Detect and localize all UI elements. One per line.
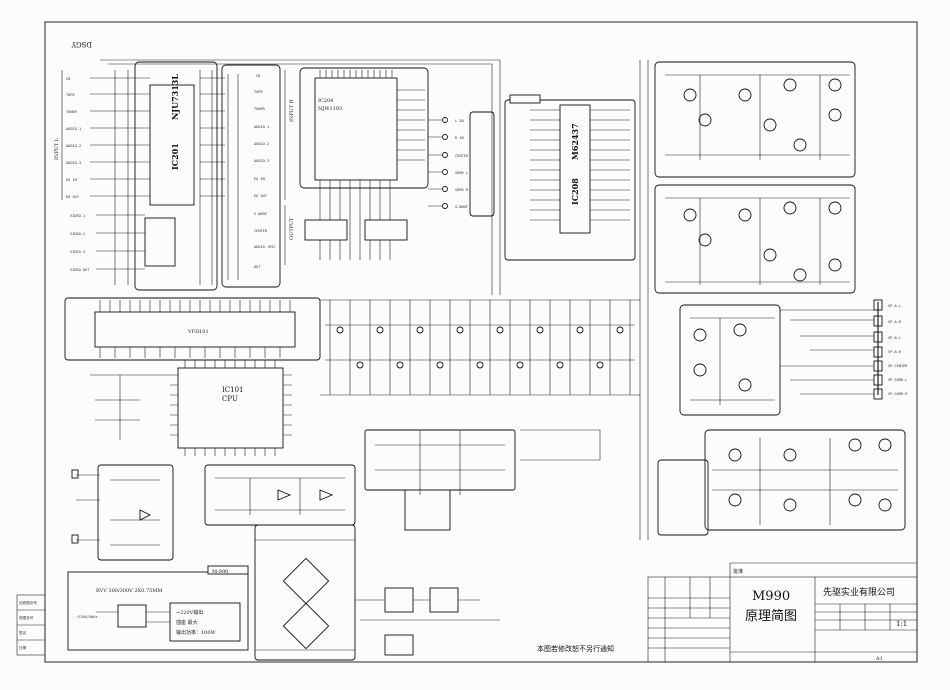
vfd-ref: VFD101 <box>187 329 209 335</box>
outlet-spec-3: 输出功率：100W <box>176 629 217 636</box>
channel-label: CENTER <box>455 154 469 158</box>
ic201-part: NJU7313L <box>170 74 180 120</box>
tone-section <box>204 464 356 526</box>
input-r-item: EQ OUT <box>254 194 268 198</box>
output-item: CENTER <box>254 229 268 233</box>
model-tag: M-990 <box>212 569 228 575</box>
input-r-item: TAPE <box>254 90 263 94</box>
input-l-item: EQ IN <box>66 178 77 182</box>
cpu-ref: IC101 <box>222 386 243 394</box>
power-supply <box>254 524 500 661</box>
input-r-label: INPUT R <box>289 99 295 122</box>
speaker-label: SP-CENTER <box>888 364 908 368</box>
approve-label: 批准 <box>733 568 743 575</box>
audio-proc <box>364 429 601 531</box>
input-l-block: INPUT L CD TAPE TUNER AUDIO-1 AUDIO-2 AU… <box>54 70 150 272</box>
speaker-label: SP-B-R <box>888 350 902 354</box>
input-l-item: EQ OUT <box>66 195 80 199</box>
input-l-item: CD <box>66 77 70 81</box>
input-r-item: TUNER <box>254 107 266 111</box>
power-amp-2 <box>654 184 856 294</box>
input-l-item: AUDIO-3 <box>66 161 81 165</box>
speaker-label: SP-B-L <box>888 336 901 340</box>
drawing-title-name: 原理简图 <box>745 608 797 624</box>
mains-label: ~220V/50Hz <box>76 615 98 619</box>
cpu-part: CPU <box>222 395 238 403</box>
drawing-title-model: M990 <box>752 589 790 604</box>
ic201: IC201 NJU7313L <box>134 61 218 291</box>
video-input: VIDEO OUT <box>70 268 90 272</box>
input-r-block: CD TAPE TUNER AUDIO-1 AUDIO-2 AUDIO-3 EQ… <box>221 64 295 288</box>
drawing-frame <box>44 21 918 663</box>
channel-label: L IN <box>455 119 464 123</box>
input-l-item: TAPE <box>66 93 75 97</box>
mic-section <box>71 464 174 561</box>
speaker-outputs: SP-A-L SP-A-R SP-B-L SP-B-R SP-CENTER SP… <box>780 299 908 400</box>
channel-label: R IN <box>455 136 464 140</box>
power-amp-3 <box>679 304 781 416</box>
input-l-item: AUDIO-2 <box>66 144 81 148</box>
output-label: OUTPUT <box>289 217 295 240</box>
margin-label: 底图总号 <box>19 615 34 620</box>
input-l-item: AUDIO-1 <box>66 127 81 131</box>
company-name: 先驱实业有限公司 <box>823 586 895 598</box>
input-r-item: EQ IN <box>254 177 265 181</box>
outlet-spec-1: ~220V输出 <box>176 609 203 616</box>
left-margin-table: 旧底图总号 底图总号 签名 日期 <box>16 594 46 656</box>
video-input: VIDEO-2 <box>70 232 85 236</box>
input-r-item: AUDIO-3 <box>254 159 269 163</box>
ic208-ref: IC208 <box>570 178 580 205</box>
power-amp-1 <box>654 61 856 178</box>
speaker-label: SP-SURR-L <box>888 378 907 382</box>
input-r-item: AUDIO-1 <box>254 125 269 129</box>
ic204-ref: IC204 <box>318 98 333 104</box>
margin-label: 签名 <box>19 630 27 635</box>
title-block: 批准 M990 原理简图 先驱实业有限公司 1:1 A1 <box>647 562 918 663</box>
video-input: VIDEO-1 <box>70 214 85 218</box>
key-matrix <box>320 299 640 396</box>
power-input-panel: M-990 RVV 300/300V 2X0.75MM ~220V/50Hz ~… <box>67 565 249 651</box>
output-item: S.WOOF <box>254 212 267 216</box>
vfd-display: VFD101 <box>64 297 321 361</box>
mirror-stamp: DSGY <box>71 40 92 48</box>
ic201-ref: IC201 <box>170 143 180 170</box>
channel-label: S.WOOF <box>455 205 468 209</box>
output-item: OUT <box>254 265 261 269</box>
power-amp-4 <box>704 429 906 531</box>
channel-label: SURR R <box>455 188 469 192</box>
cpu-ic101: IC101 CPU <box>170 360 292 456</box>
channel-outputs: L IN R IN CENTER SURR L SURR R S.WOOF <box>428 111 495 217</box>
input-r-item: CD <box>256 74 260 78</box>
ic204-part: NJW1103 <box>318 106 342 112</box>
input-l-item: TUNER <box>66 110 78 114</box>
ic208-part: M62437 <box>570 123 580 160</box>
sheet-size: A1 <box>875 656 883 662</box>
speaker-label: SP-SURR-R <box>888 392 908 396</box>
input-r-item: AUDIO-2 <box>254 142 269 146</box>
footer-note: 本图若修改恕不另行通知 <box>537 644 614 653</box>
scale-value: 1:1 <box>896 620 907 628</box>
speaker-label: SP-A-L <box>888 304 901 308</box>
outlet-spec-2: 插座 最大 <box>176 619 198 626</box>
channel-label: SURR L <box>455 171 468 175</box>
margin-label: 旧底图总号 <box>19 600 37 605</box>
ic208: IC208 M62437 <box>504 94 636 261</box>
margin-label: 日期 <box>19 645 27 650</box>
speaker-label: SP-A-R <box>888 320 902 324</box>
output-item: AUDIO /MIC <box>254 245 276 249</box>
input-l-label: INPUT L <box>54 137 60 160</box>
video-input: VIDEO-3 <box>70 250 85 254</box>
cable-spec: RVV 300/300V 2X0.75MM <box>96 588 162 594</box>
ic204: IC204 NJW1103 <box>299 67 429 260</box>
